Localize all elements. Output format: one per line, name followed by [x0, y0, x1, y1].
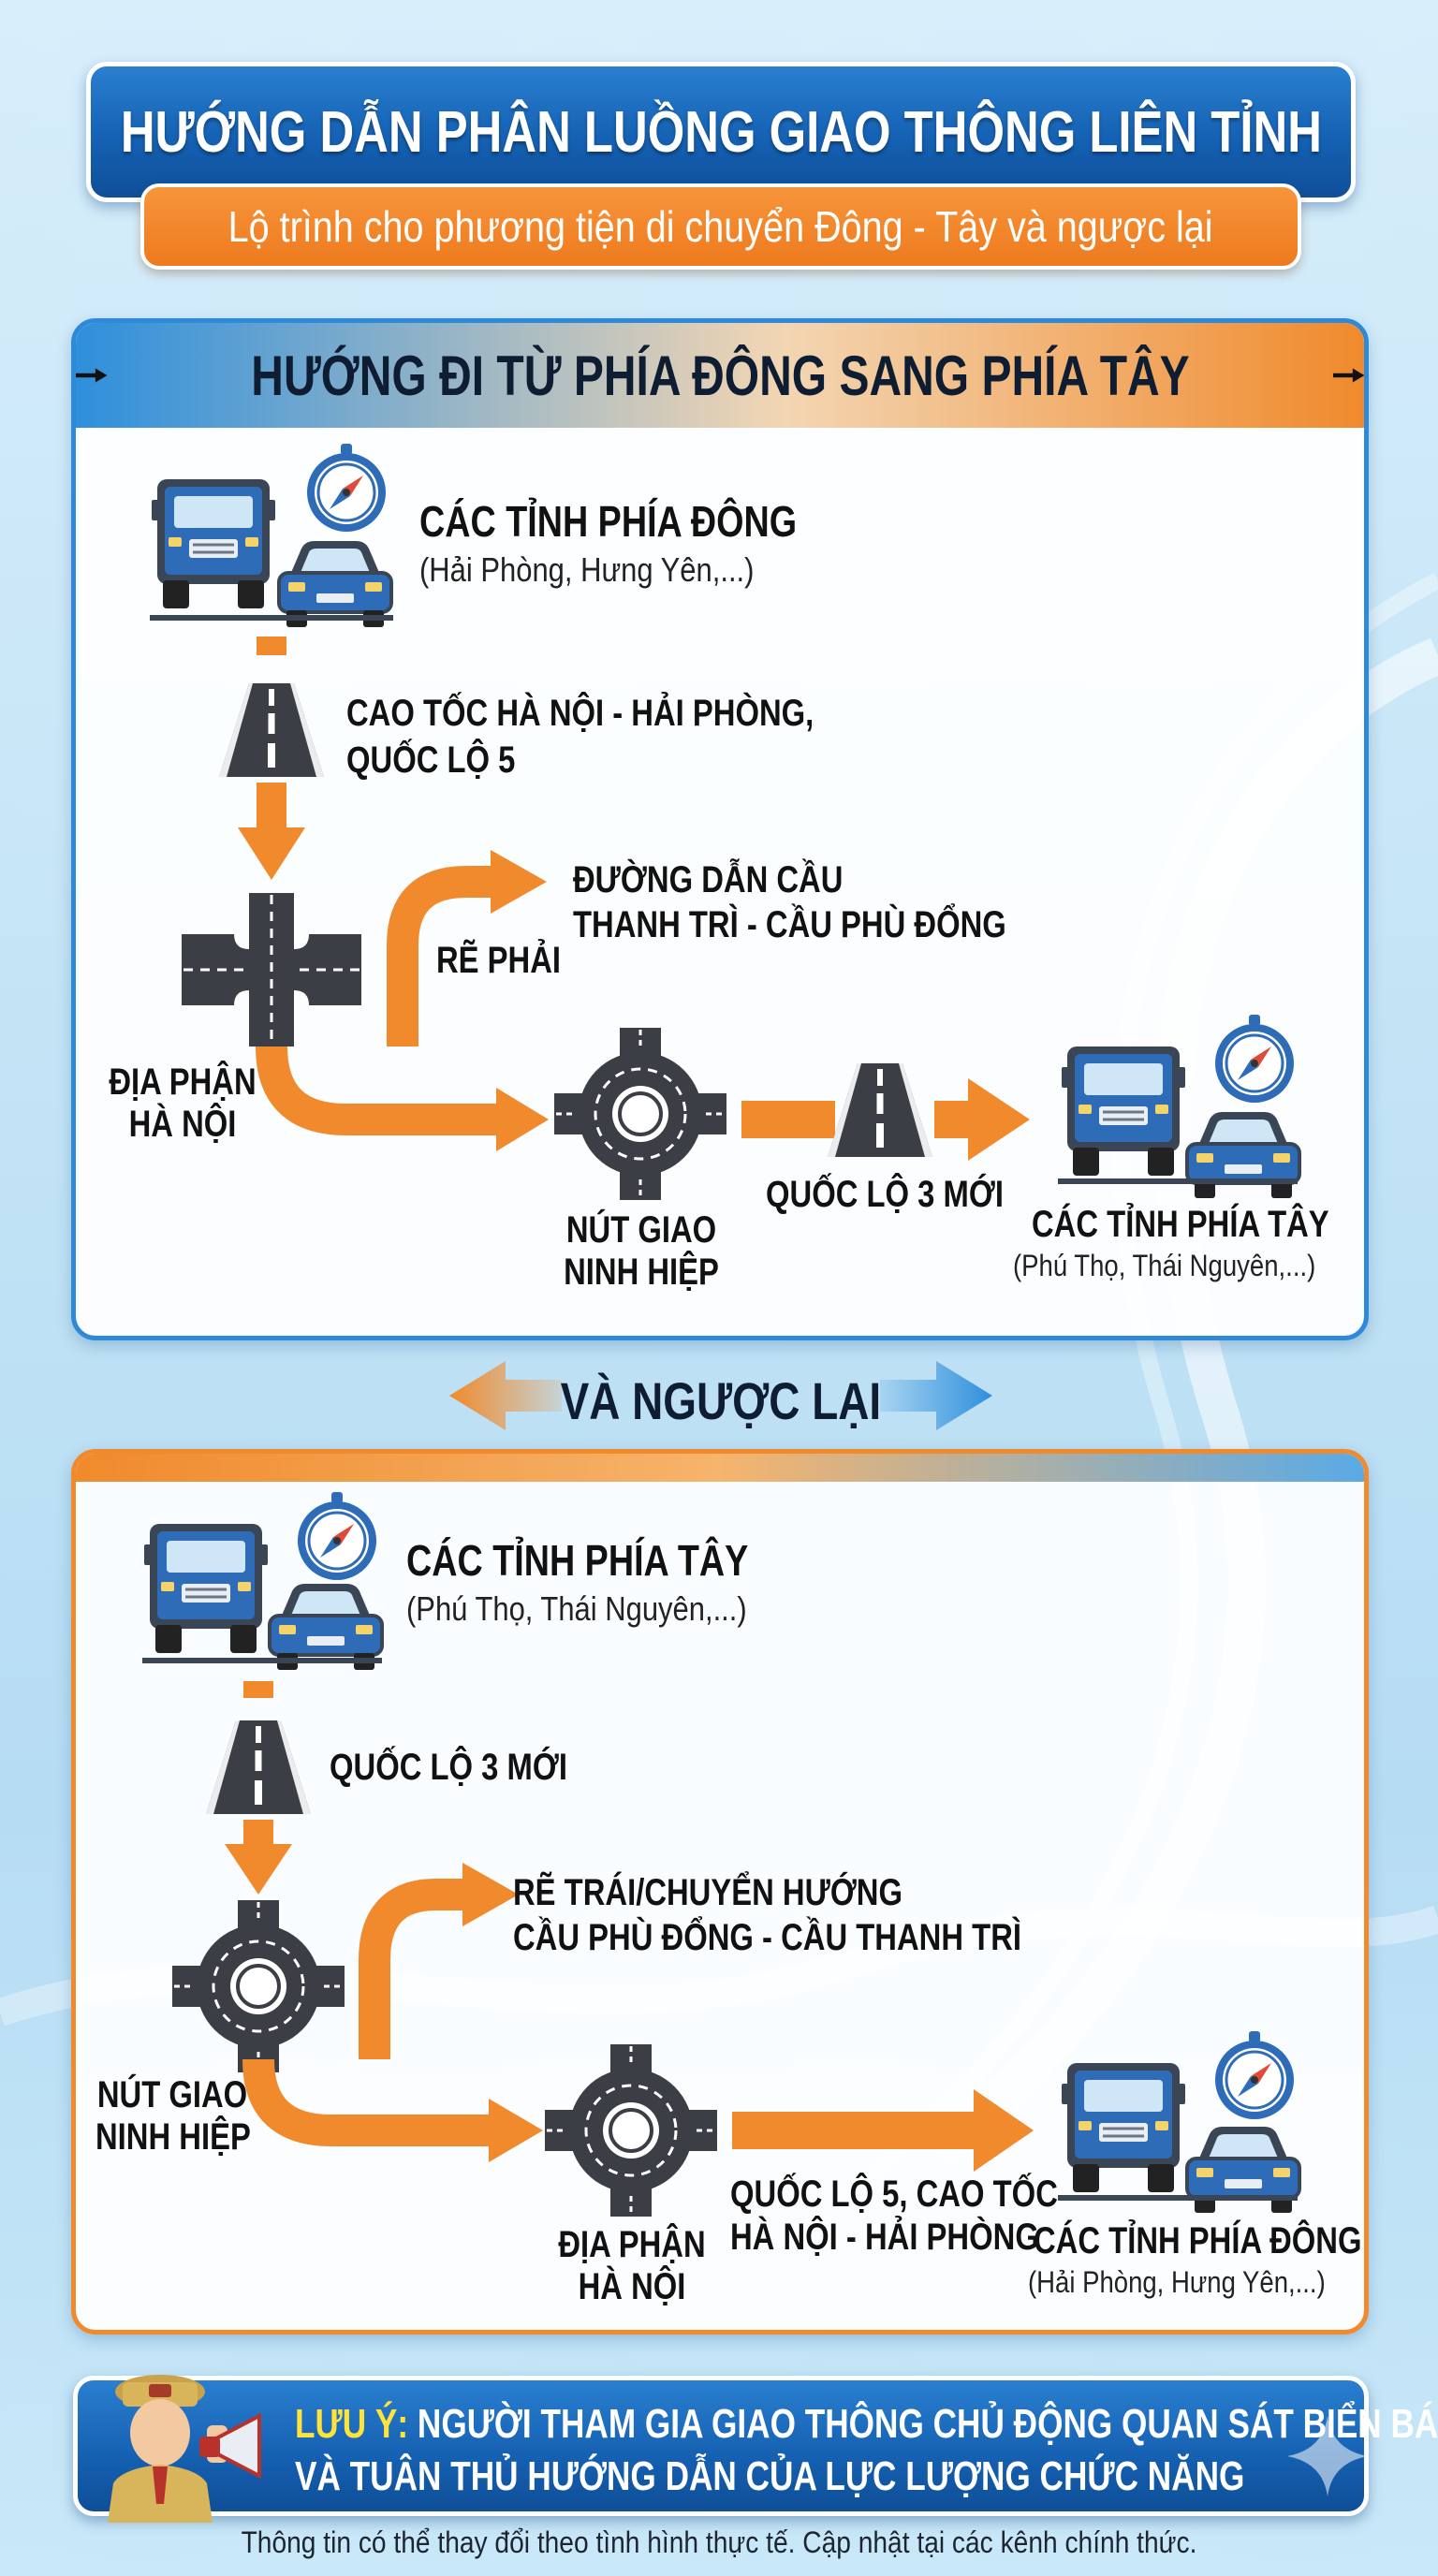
junction-west-label-line1: NÚT GIAO [96, 2074, 248, 2115]
destination-east-title: CÁC TỈNH PHÍA ĐÔNG [1034, 2220, 1362, 2261]
roundabout-west-label-line2: HÀ NỘI [578, 2266, 686, 2307]
road1-west-label: QUỐC LỘ 3 MỚI [330, 1747, 567, 1788]
roundabout-label-line1: NÚT GIAO [565, 1209, 717, 1251]
note-line-1: LƯU Ý: NGƯỜI THAM GIA GIAO THÔNG CHỦ ĐỘN… [295, 2401, 1438, 2448]
branch-label-line1: ĐƯỜNG DẪN CẦU [573, 859, 844, 900]
sparkle-icon [1287, 2416, 1368, 2496]
page-title: HƯỚNG DẪN PHÂN LUỒNG GIAO THÔNG LIÊN TỈN… [120, 99, 1322, 165]
road2-west-label-line1: QUỐC LỘ 5, CAO TỐC [730, 2174, 1058, 2215]
panel-east-to-west-header: HƯỚNG ĐI TỪ PHÍA ĐÔNG SANG PHÍA TÂY [76, 323, 1364, 428]
panel-west-to-east-topbar [76, 1454, 1364, 1482]
footer-text: Thông tin có thể thay đổi theo tình hình… [241, 2525, 1197, 2559]
junction-label-line1: ĐỊA PHẬN [109, 1061, 257, 1103]
destination-east-subtitle: (Hải Phòng, Hưng Yên,...) [1028, 2265, 1326, 2299]
reverse-direction-label: VÀ NGƯỢC LẠI [560, 1371, 882, 1430]
road2-west-label-line2: HÀ NỘI - HẢI PHÒNG [730, 2217, 1039, 2258]
destination-west-subtitle: (Phú Thọ, Thái Nguyên,...) [1013, 1249, 1316, 1282]
roundabout-label: NÚT GIAO NINH HIỆP [524, 1209, 758, 1294]
page-subtitle: Lộ trình cho phương tiện di chuyển Đông … [228, 202, 1213, 251]
origin-east-subtitle: (Hải Phòng, Hưng Yên,...) [419, 550, 755, 589]
roundabout-west-label: ĐỊA PHẬN HÀ NỘI [534, 2224, 730, 2308]
title-banner: HƯỚNG DẪN PHÂN LUỒNG GIAO THÔNG LIÊN TỈN… [86, 62, 1356, 202]
branch-label-line2: THANH TRÌ - CẦU PHÙ ĐỔNG [573, 904, 1006, 945]
road1-label-line2: QUỐC LỘ 5 [346, 739, 516, 781]
panel-east-to-west: HƯỚNG ĐI TỪ PHÍA ĐÔNG SANG PHÍA TÂY [71, 318, 1369, 1340]
note-label: LƯU Ý: [295, 2401, 409, 2447]
junction-west-label-line2: NINH HIỆP [95, 2116, 251, 2158]
note-text-1: NGƯỜI THAM GIA GIAO THÔNG CHỦ ĐỘNG QUAN … [417, 2401, 1438, 2447]
branch-west-label-line1: RẼ TRÁI/CHUYỂN HƯỚNG [513, 1872, 903, 1913]
arrow-right-icon [1332, 368, 1364, 383]
subtitle-banner: Lộ trình cho phương tiện di chuyển Đông … [140, 183, 1301, 270]
junction-west-label: NÚT GIAO NINH HIỆP [79, 2074, 266, 2159]
destination-west-title: CÁC TỈNH PHÍA TÂY [1032, 1204, 1329, 1245]
junction-label: ĐỊA PHẬN HÀ NỘI [84, 1061, 281, 1146]
origin-east-title: CÁC TỈNH PHÍA ĐÔNG [419, 497, 798, 546]
origin-west-subtitle: (Phú Thọ, Thái Nguyên,...) [406, 1589, 747, 1628]
road2-label: QUỐC LỘ 3 MỚI [766, 1174, 1004, 1215]
origin-west-title: CÁC TỈNH PHÍA TÂY [406, 1536, 749, 1585]
junction-label-line2: HÀ NỘI [128, 1104, 237, 1145]
note-text-2: VÀ TUÂN THỦ HƯỚNG DẪN CỦA LỰC LƯỢNG CHỨC… [295, 2453, 1245, 2499]
footer-disclaimer: Thông tin có thể thay đổi theo tình hình… [0, 2525, 1438, 2560]
panel-east-to-west-heading: HƯỚNG ĐI TỪ PHÍA ĐÔNG SANG PHÍA TÂY [250, 344, 1190, 407]
traffic-police-icon [108, 2375, 261, 2523]
turn-right-label: RẼ PHẢI [436, 940, 562, 981]
roundabout-west-label-line1: ĐỊA PHẬN [558, 2224, 706, 2265]
note-banner: LƯU Ý: NGƯỜI THAM GIA GIAO THÔNG CHỦ ĐỘN… [73, 2375, 1438, 2523]
roundabout-label-line2: NINH HIỆP [564, 1251, 719, 1293]
reverse-direction-banner: VÀ NGƯỢC LẠI [440, 1354, 1002, 1438]
arrow-right-icon [76, 368, 108, 383]
double-arrow-icon [449, 1361, 992, 1430]
road1-label-line1: CAO TỐC HÀ NỘI - HẢI PHÒNG, [346, 693, 814, 734]
branch-west-label-line2: CẦU PHÙ ĐỔNG - CẦU THANH TRÌ [513, 1917, 1021, 1958]
